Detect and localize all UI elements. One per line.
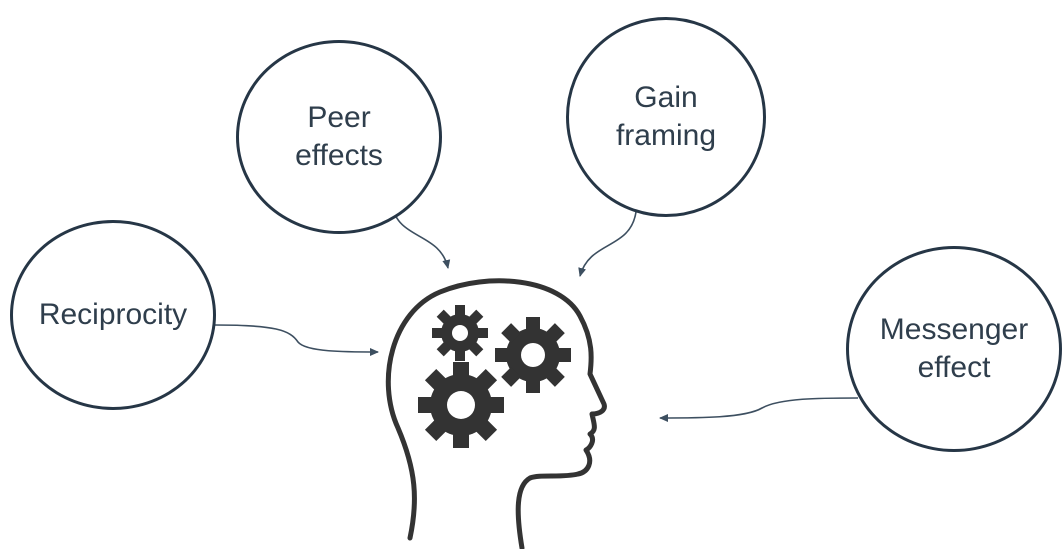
node-label-line: Peer xyxy=(307,101,371,134)
gear-icon-medium xyxy=(495,317,571,393)
gear-icon-small xyxy=(432,305,488,361)
node-messenger-effect: Messenger effect xyxy=(846,246,1062,452)
node-label: Messenger effect xyxy=(880,311,1028,387)
arrow-reciprocity xyxy=(214,324,379,356)
node-peer-effects: Peer effects xyxy=(236,40,442,234)
node-label: Reciprocity xyxy=(39,296,187,334)
node-label-line: Messenger xyxy=(879,313,1029,346)
head-outline xyxy=(385,278,607,549)
node-label-line: effect xyxy=(917,351,991,384)
node-label: Gain framing xyxy=(616,79,716,155)
arrow-gain-framing xyxy=(578,211,637,277)
node-reciprocity: Reciprocity xyxy=(10,220,216,410)
head-with-gears-icon xyxy=(385,278,607,549)
arrow-messenger-effect xyxy=(659,397,859,422)
node-label-line: Gain xyxy=(634,81,698,114)
node-label: Peer effects xyxy=(295,99,383,175)
gear-icon-large xyxy=(418,362,504,448)
node-label-line: framing xyxy=(615,119,717,152)
node-gain-framing: Gain framing xyxy=(566,17,766,217)
node-label-line: effects xyxy=(295,139,383,172)
node-label-line: Reciprocity xyxy=(38,298,188,331)
